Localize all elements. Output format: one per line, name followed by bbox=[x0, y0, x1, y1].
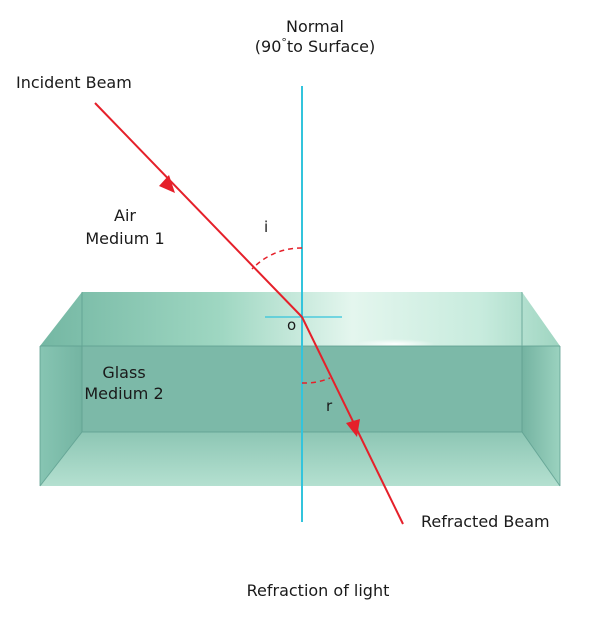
medium2-line1: Glass bbox=[102, 363, 145, 382]
refracted-arrow-icon bbox=[346, 419, 360, 437]
degree-symbol: ° bbox=[281, 36, 287, 49]
incidence-point-label: o bbox=[287, 316, 296, 334]
glass-top-surface bbox=[40, 292, 560, 346]
angle-i-arc bbox=[251, 247, 303, 270]
angle-r-arc bbox=[301, 377, 331, 384]
incident-beam-label: Incident Beam bbox=[16, 73, 132, 92]
normal-subtitle-prefix: (90 bbox=[255, 37, 282, 56]
caption: Refraction of light bbox=[247, 581, 390, 600]
incident-beam bbox=[94, 102, 303, 318]
medium1-line2: Medium 1 bbox=[85, 229, 164, 248]
incident-arrow-icon bbox=[159, 175, 175, 193]
glass-left-wall bbox=[40, 346, 82, 486]
refracted-beam-label: Refracted Beam bbox=[421, 512, 550, 531]
glass-bottom bbox=[40, 432, 560, 486]
medium1-line1: Air bbox=[114, 206, 136, 225]
normal-subtitle: (90°to Surface) bbox=[255, 36, 375, 56]
refracted-beam bbox=[301, 316, 404, 525]
angle-r-label: r bbox=[326, 397, 333, 415]
medium2-line2: Medium 2 bbox=[84, 384, 163, 403]
angle-i-label: i bbox=[264, 218, 268, 236]
glass-block bbox=[39, 292, 561, 487]
normal-title: Normal bbox=[286, 17, 344, 36]
glass-right-wall bbox=[522, 346, 560, 486]
normal-subtitle-suffix: to Surface) bbox=[287, 37, 375, 56]
